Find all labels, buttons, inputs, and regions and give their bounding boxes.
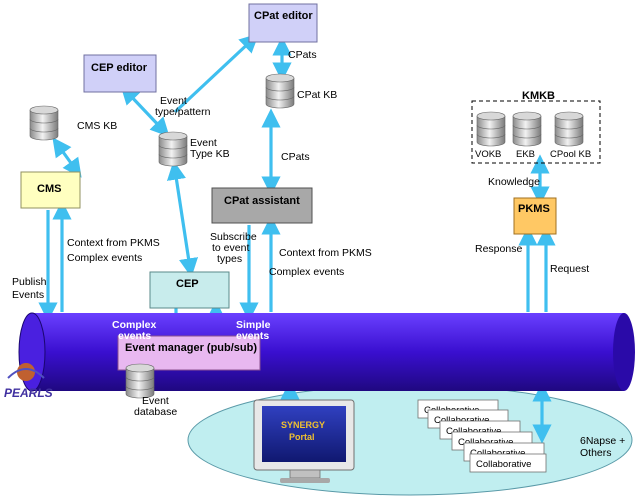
event-database-label-2: database — [134, 406, 177, 418]
synergy-portal-monitor: SYNERGY Portal — [253, 399, 355, 483]
knowledge-label: Knowledge — [488, 176, 540, 188]
arrow-cep-editor-event-kb — [120, 85, 170, 137]
kmkb-label: KMKB — [522, 90, 555, 102]
publish-label-2: Events — [12, 289, 44, 301]
portal-text-2: Portal — [289, 432, 315, 442]
cep-label: CEP — [176, 278, 199, 290]
svg-text:Collaborative: Collaborative — [470, 448, 525, 459]
context-right-label-1: Context from PKMS — [279, 247, 372, 259]
ekb-icon — [512, 111, 542, 147]
cms-box: CMS — [20, 171, 81, 209]
cep-box: CEP — [149, 271, 230, 309]
event-type-kb-icon — [158, 131, 188, 167]
event-type-kb-label-2: Type KB — [190, 148, 230, 160]
cep-editor-label: CEP editor — [91, 62, 148, 74]
collaborative-window: Collaborative — [469, 453, 547, 473]
context-left-label-2: Complex events — [67, 252, 142, 264]
cms-kb-label: CMS KB — [77, 120, 117, 132]
event-database-icon — [125, 363, 155, 399]
vokb-icon — [476, 111, 506, 147]
pkms-box: PKMS — [513, 197, 557, 235]
cpats-label-mid: CPats — [281, 151, 310, 163]
simple-events-label-1: Simple — [236, 319, 271, 331]
svg-text:Collaborative: Collaborative — [476, 459, 531, 470]
svg-text:Collaborative: Collaborative — [434, 415, 489, 426]
portal-text-1: SYNERGY — [281, 420, 325, 430]
event-manager-label: Event manager (pub/sub) — [125, 342, 257, 354]
vokb-label: VOKB — [475, 149, 501, 160]
cpat-editor-box: CPat editor — [248, 3, 318, 43]
cpat-editor-label: CPat editor — [254, 10, 313, 22]
simple-events-label-2: events — [236, 330, 269, 342]
arrow-event-kb-to-cpat-editor — [173, 33, 260, 114]
kmkb-group: KMKB VOKB EKB CPool KB — [471, 90, 601, 164]
cpool-kb-label: CPool KB — [550, 149, 591, 160]
cms-kb-icon — [29, 105, 59, 141]
complex-events-label-2: events — [118, 330, 151, 342]
request-label: Request — [550, 263, 589, 275]
subscribe-label-1: Subscribe — [210, 231, 257, 243]
cpats-label-top: CPats — [288, 49, 317, 61]
subscribe-label-3: types — [217, 253, 242, 265]
ekb-label: EKB — [516, 149, 535, 160]
svg-text:Collaborative: Collaborative — [446, 426, 501, 437]
cpat-assistant-box: CPat assistant — [211, 187, 313, 224]
sixnapse-label-1: 6Napse + — [580, 435, 625, 447]
collaborative-stack: Collaborative Collaborative Collaborativ… — [417, 399, 547, 473]
event-type-pattern-label-2: type/pattern — [155, 106, 211, 118]
cpat-assistant-label: CPat assistant — [224, 195, 300, 207]
context-left-label-1: Context from PKMS — [67, 237, 160, 249]
pearls-logo: PEARLS — [4, 363, 53, 400]
cpool-kb-icon — [554, 111, 584, 147]
response-label: Response — [475, 243, 522, 255]
pkms-label: PKMS — [518, 203, 550, 215]
cpat-kb-icon — [265, 73, 295, 109]
event-database-label-1: Event — [142, 395, 169, 407]
cpat-kb-label: CPat KB — [297, 89, 337, 101]
svg-text:Collaborative: Collaborative — [458, 437, 513, 448]
arrow-cms-kb-cms — [52, 137, 82, 178]
cms-label: CMS — [37, 183, 61, 195]
context-right-label-2: Complex events — [269, 266, 344, 278]
complex-events-label-1: Complex — [112, 319, 157, 331]
sixnapse-label-2: Others — [580, 447, 612, 459]
arrow-event-kb-cep — [166, 160, 199, 278]
event-type-pattern-label-1: Event — [160, 95, 187, 107]
logo-text: PEARLS — [4, 386, 53, 400]
cep-editor-box: CEP editor — [83, 54, 157, 93]
publish-label-1: Publish — [12, 276, 47, 288]
subscribe-label-2: to event — [212, 242, 249, 254]
event-type-kb-label-1: Event — [190, 137, 217, 149]
